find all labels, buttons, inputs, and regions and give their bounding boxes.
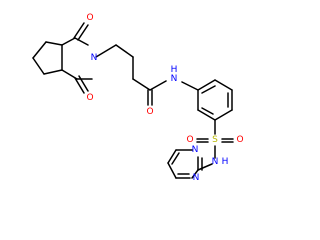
atom-h-amide: H [171, 65, 178, 75]
atom-labels: O N O O N H S O O N H N N [86, 13, 243, 183]
atom-o-sulfonyl-left: O [186, 135, 193, 145]
atom-s-sulfonyl: S [212, 135, 218, 145]
atom-n-amide: N [171, 74, 178, 84]
atom-n-imide: N [91, 53, 98, 63]
atom-n-pyrimidine-top: N [192, 145, 199, 155]
atom-o-sulfonyl-right: O [236, 135, 243, 145]
atom-o-top: O [86, 13, 93, 23]
atom-n-sulfonamide: N [212, 157, 219, 167]
bond-lines [32, 22, 234, 179]
atom-o-amide: O [146, 107, 153, 117]
atom-n-pyrimidine-bottom: N [193, 173, 200, 183]
molecule-structure: O N O O N H S O O N H N N [32, 13, 244, 183]
atom-o-bottom: O [86, 93, 93, 103]
atom-h-sulfonamide: H [222, 157, 229, 167]
